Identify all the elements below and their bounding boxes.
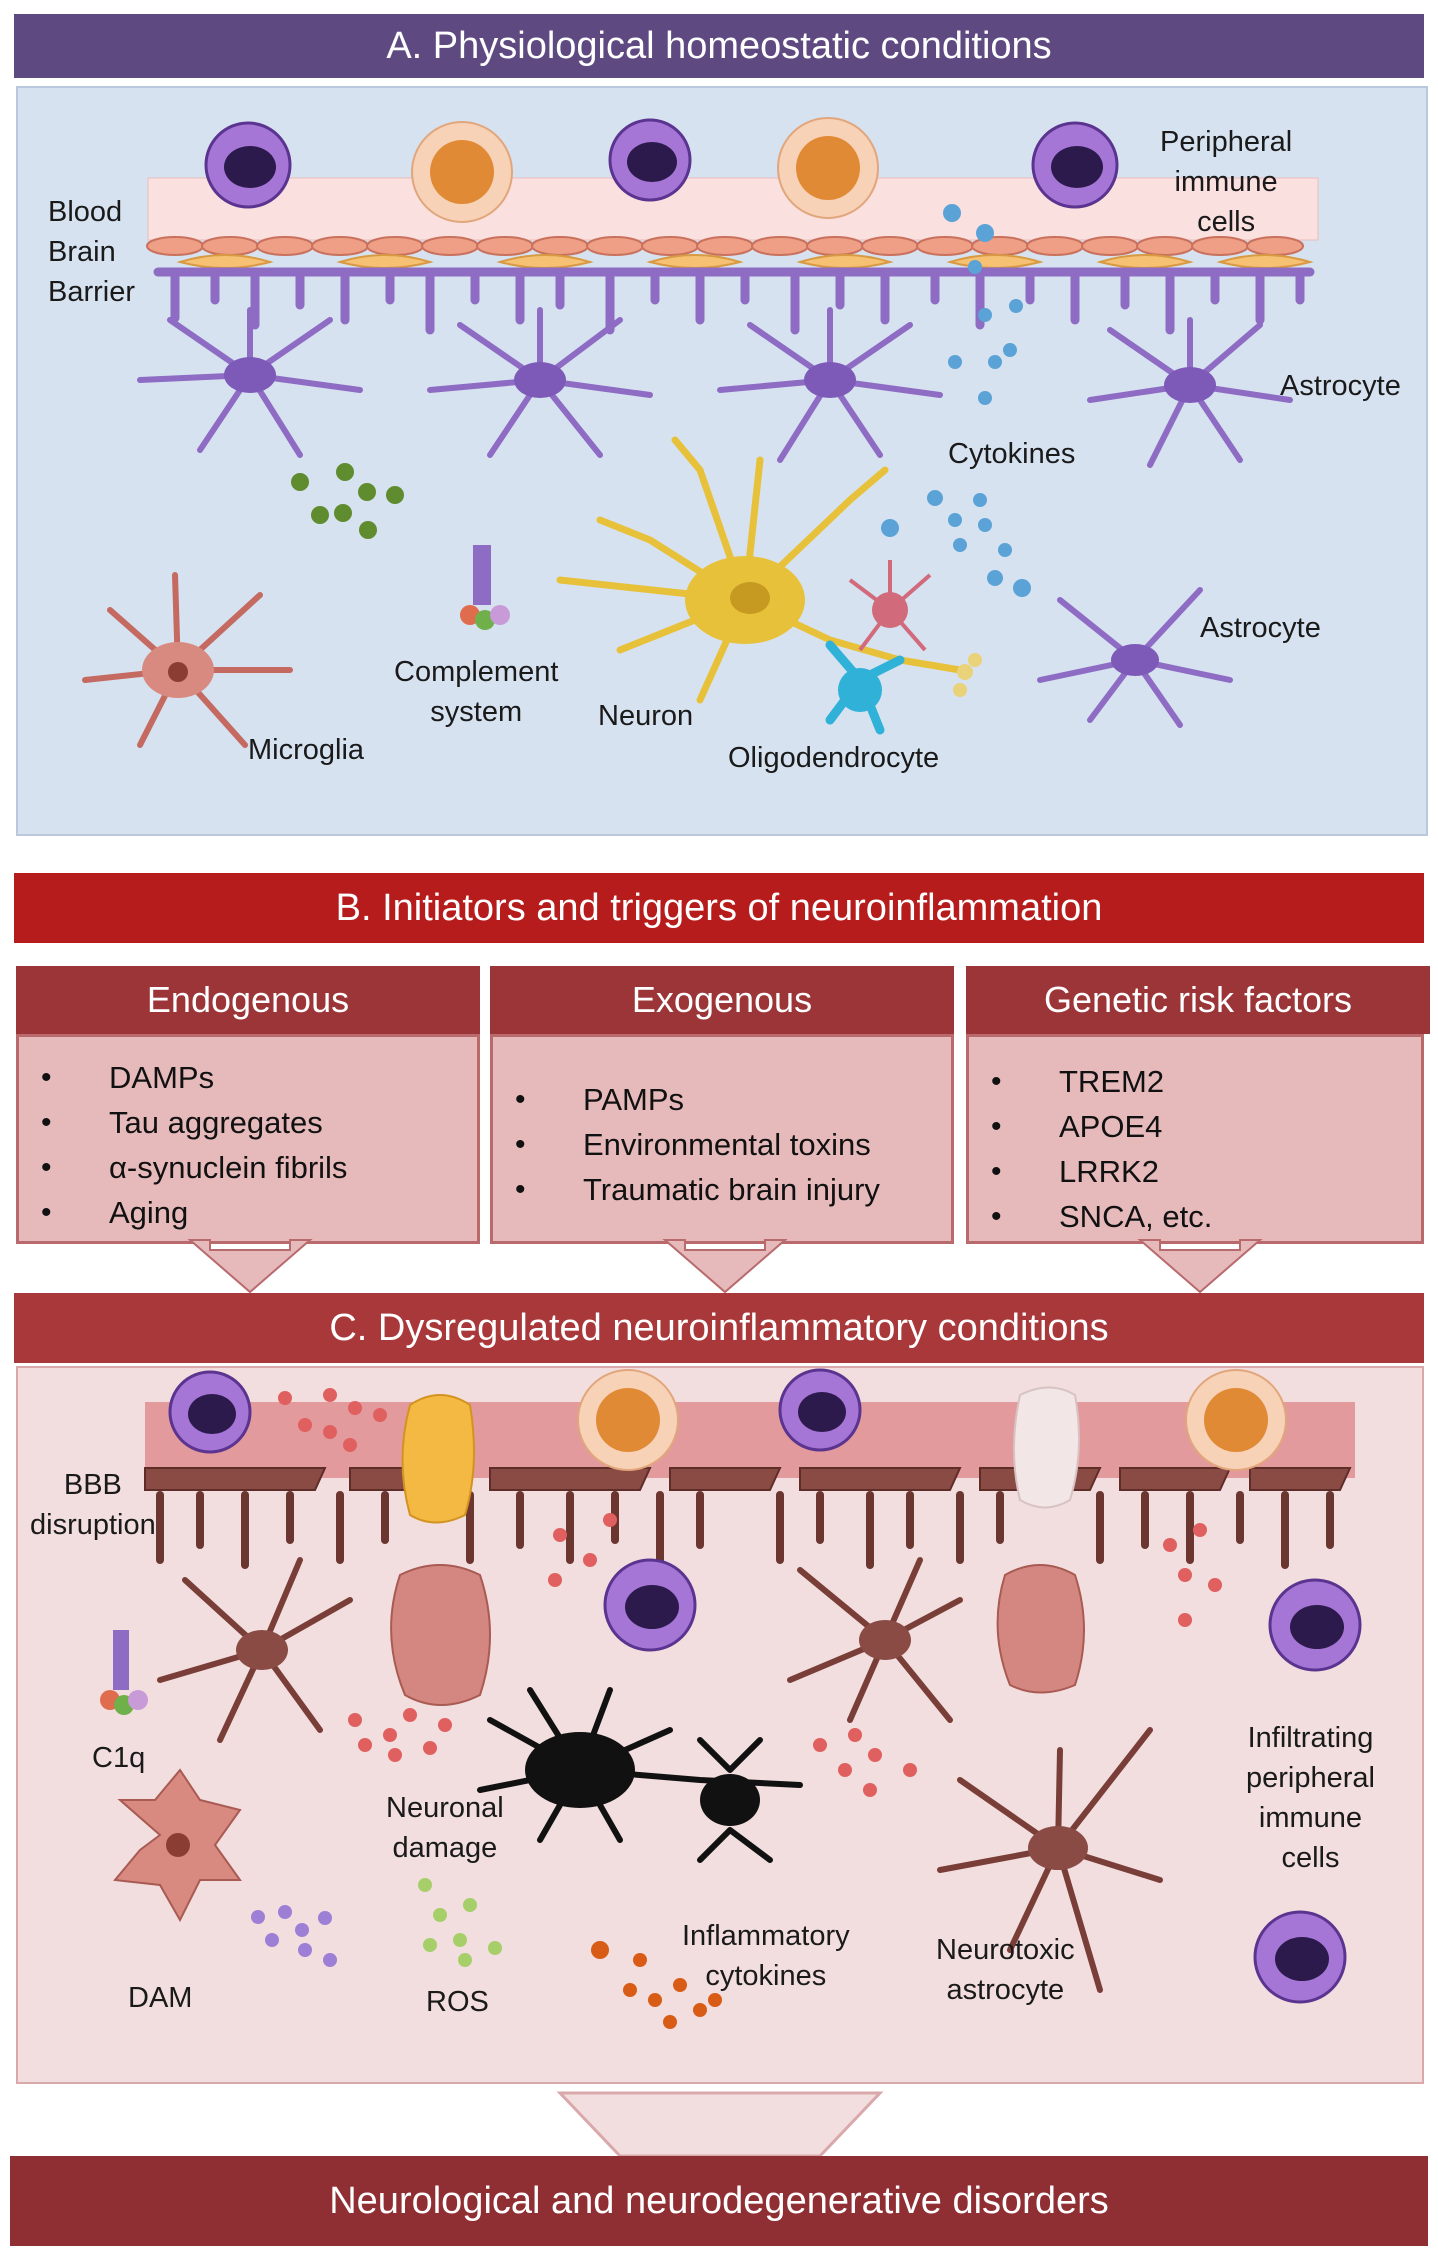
label-neuron: Neuron [598,700,694,732]
label-dam: DAM [128,1982,193,2014]
exogenous-list: PAMPs Environmental toxins Traumatic bra… [493,1037,951,1212]
label-infiltrating-line3: immune [1258,1802,1363,1834]
column-endogenous-header: Endogenous [16,966,480,1034]
label-c1q: C1q [92,1742,146,1774]
list-item: LRRK2 [991,1149,1421,1194]
label-neuronal-damage-line1: Neuronal [386,1792,504,1824]
list-item: Environmental toxins [515,1122,951,1167]
green-dots [291,463,404,539]
label-neurotoxic-line1: Neurotoxic [936,1934,1075,1966]
list-item: PAMPs [515,1077,951,1122]
astrocytes-top [137,307,1293,728]
list-item: Traumatic brain injury [515,1167,951,1212]
column-genetic-box: TREM2 APOE4 LRRK2 SNCA, etc. [966,1034,1424,1244]
column-endogenous-box: DAMPs Tau aggregates α-synuclein fibrils… [16,1034,480,1244]
label-infiltrating-line4: cells [1281,1842,1340,1874]
genetic-list: TREM2 APOE4 LRRK2 SNCA, etc. [969,1037,1421,1239]
panel-b-arrows [187,1239,1263,1294]
label-oligodendrocyte: Oligodendrocyte [728,742,940,774]
label-complement-line2: system [430,696,523,728]
label-bbb-line3: Barrier [48,276,136,308]
label-inflammatory-line1: Inflammatory [682,1920,850,1952]
panel-c-header: C. Dysregulated neuroinflammatory condit… [14,1293,1424,1363]
list-item: APOE4 [991,1104,1421,1149]
footer-bar: Neurological and neurodegenerative disor… [10,2156,1428,2246]
list-item: Tau aggregates [41,1100,477,1145]
column-genetic-header: Genetic risk factors [966,966,1430,1034]
panel-b-header: B. Initiators and triggers of neuroinfla… [14,873,1424,943]
panel-b-title: B. Initiators and triggers of neuroinfla… [335,886,1103,929]
label-microglia: Microglia [248,734,365,766]
astrocyte-endfeet [153,267,1315,335]
microglia [82,572,293,748]
label-astrocyte-top: Astrocyte [1280,370,1401,402]
column-exogenous-box: PAMPs Environmental toxins Traumatic bra… [490,1034,954,1244]
disrupted-endfeet [156,1491,1334,1569]
label-complement-line1: Complement [394,656,559,688]
column-exogenous-title: Exogenous [631,979,813,1020]
label-peripheral-immune-cells: Peripheral immune cells [1160,122,1292,242]
column-exogenous-header: Exogenous [490,966,954,1034]
panel-a-illustration [82,117,1319,748]
panel-a-title: A. Physiological homeostatic conditions [386,24,1052,67]
label-infiltrating-line2: peripheral [1246,1762,1375,1794]
label-bbb-disruption-line2: disruption [30,1509,156,1541]
label-infiltrating-immune-cells: Infiltrating peripheral immune cells [1246,1718,1375,1878]
footer-title: Neurological and neurodegenerative disor… [329,2179,1109,2222]
label-infiltrating-line1: Infiltrating [1247,1722,1374,1754]
list-item: SNCA, etc. [991,1194,1421,1239]
label-blood-brain-barrier: Blood Brain Barrier [48,192,135,312]
list-item: α-synuclein fibrils [41,1145,477,1190]
label-peripheral-line3: cells [1197,206,1256,238]
peripheral-immune-cells [204,117,1119,223]
label-cytokines: Cytokines [948,438,1076,470]
list-item: TREM2 [991,1059,1421,1104]
label-bbb-disruption: BBB disruption [30,1465,156,1545]
label-bbb-line2: Brain [48,236,116,268]
arrow-genetic [1137,1239,1263,1294]
label-inflammatory-cytokines: Inflammatory cytokines [682,1916,850,1996]
label-neuronal-damage: Neuronal damage [386,1788,504,1868]
list-item: Aging [41,1190,477,1235]
label-bbb-disruption-line1: BBB [63,1469,122,1501]
blood-vessel [147,177,1319,241]
panel-a-header: A. Physiological homeostatic conditions [14,14,1424,78]
label-complement-system: Complement system [394,652,558,732]
label-inflammatory-line2: cytokines [705,1960,827,1992]
label-neurotoxic-astrocyte: Neurotoxic astrocyte [936,1930,1075,2010]
label-astrocyte-right: Astrocyte [1200,612,1321,644]
panel-c-title: C. Dysregulated neuroinflammatory condit… [329,1306,1109,1349]
column-endogenous-title: Endogenous [146,979,350,1020]
label-peripheral-line1: Peripheral [1160,126,1293,158]
list-item: DAMPs [41,1055,477,1100]
endogenous-list: DAMPs Tau aggregates α-synuclein fibrils… [19,1037,477,1235]
red-dots [278,1388,1222,1797]
label-ros: ROS [426,1986,489,2018]
complement-system [460,545,510,630]
label-bbb-line1: Blood [48,196,123,228]
label-peripheral-line2: immune [1174,166,1278,198]
arrow-exogenous [662,1239,788,1294]
arrow-endogenous [187,1239,313,1294]
column-genetic-title: Genetic risk factors [1043,979,1353,1020]
cytokine-dots [881,204,1031,597]
label-neuronal-damage-line2: damage [392,1832,498,1864]
label-neurotoxic-line2: astrocyte [946,1974,1065,2006]
